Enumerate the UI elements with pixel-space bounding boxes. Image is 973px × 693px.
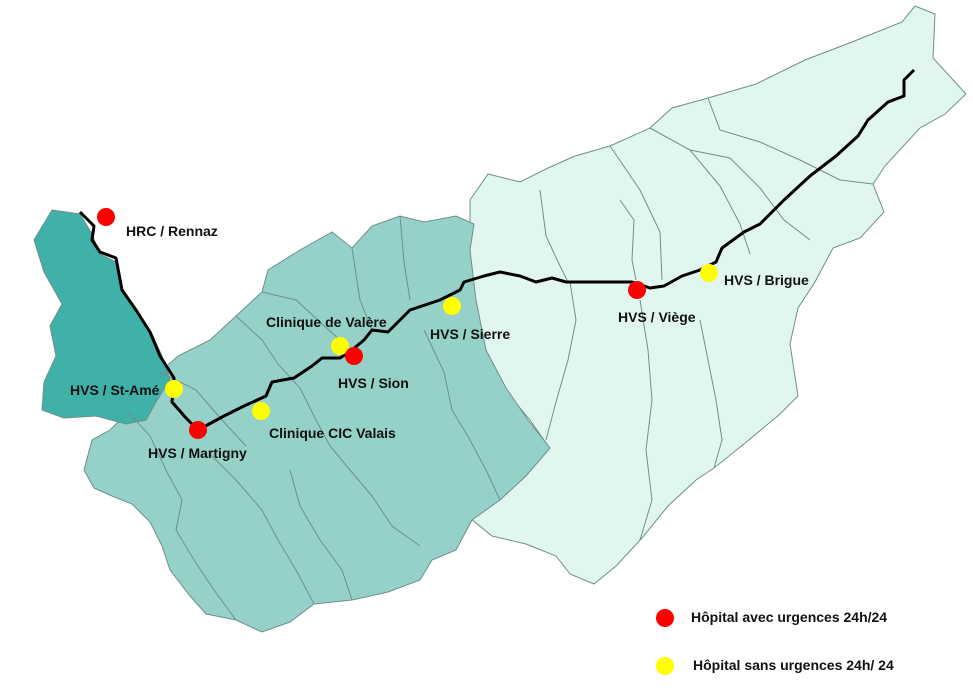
region-chablais (33, 209, 171, 425)
label-hvs-martigny: HVS / Martigny (148, 445, 247, 461)
region-central-valais (83, 215, 551, 633)
marker-clinique-valere (331, 337, 349, 355)
label-hvs-sion: HVS / Sion (338, 375, 409, 391)
legend-no-emergency-label: Hôpital sans urgences 24h/ 24 (693, 657, 894, 673)
label-clinique-valere: Clinique de Valère (266, 314, 387, 330)
label-hvs-st-ame: HVS / St-Amé (70, 382, 160, 398)
marker-hrc-rennaz (97, 208, 115, 226)
label-hvs-viege: HVS / Viège (618, 309, 696, 325)
hospital-markers (97, 208, 718, 439)
label-hvs-brigue: HVS / Brigue (724, 272, 809, 288)
main-road (78, 68, 916, 432)
legend-no-emergency-dot (656, 657, 674, 675)
marker-hvs-sierre (443, 297, 461, 315)
label-clinique-cic: Clinique CIC Valais (269, 425, 396, 441)
marker-hvs-brigue (700, 264, 718, 282)
legend-emergency-label: Hôpital avec urgences 24h/24 (691, 609, 888, 625)
marker-hvs-sion (345, 347, 363, 365)
legend-emergency-dot (656, 609, 674, 627)
label-hrc-rennaz: HRC / Rennaz (126, 223, 218, 239)
marker-hvs-st-ame (165, 380, 183, 398)
region-upper-valais (469, 5, 967, 585)
label-hvs-sierre: HVS / Sierre (430, 326, 511, 342)
marker-clinique-cic (252, 402, 270, 420)
marker-hvs-viege (628, 281, 646, 299)
marker-hvs-martigny (189, 421, 207, 439)
